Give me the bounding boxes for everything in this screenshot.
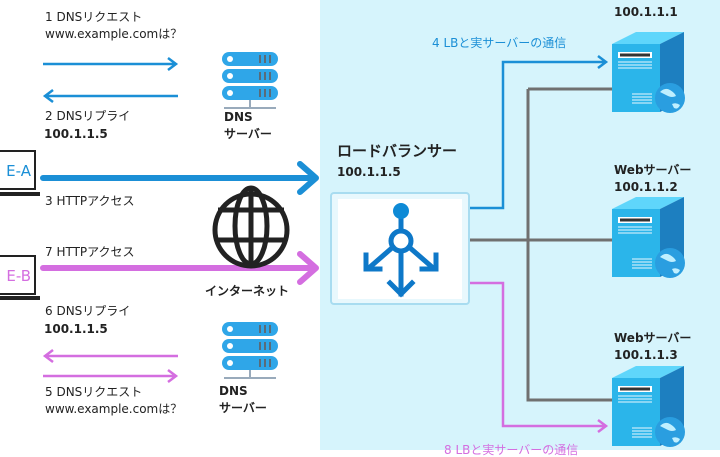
client-b-laptop: E-B: [0, 255, 36, 295]
lb-server1-arrow: [462, 55, 609, 210]
client-a-laptop: E-A: [0, 150, 36, 190]
lb-comm-label-8: 8 LBと実サーバーの通信: [444, 443, 579, 457]
http-arrow-a: [40, 161, 319, 195]
dns-label-1: DNS: [219, 384, 248, 398]
laptop-base: [0, 296, 40, 300]
step2-label: 2 DNSリプライ: [45, 109, 131, 123]
lb-comm-label-4: 4 LBと実サーバーの通信: [432, 36, 567, 50]
web-server-icon: [611, 31, 686, 114]
dns-server-icon: [221, 321, 279, 379]
dns-label-2: サーバー: [224, 127, 272, 141]
step5-label: 5 DNSリクエスト: [45, 385, 143, 399]
server3-ip: 100.1.1.3: [614, 348, 678, 362]
dns-reply-arrow-b: [42, 349, 178, 363]
step1-label: 1 DNSリクエスト: [45, 10, 143, 24]
dns-request-arrow-b: [43, 369, 179, 383]
web-server-icon: [611, 365, 686, 448]
network-link: [462, 87, 613, 402]
load-balancer-icon: [363, 203, 439, 298]
step7-label: 7 HTTPアクセス: [45, 245, 135, 259]
internet-label: インターネット: [205, 284, 290, 298]
http-arrow-b: [40, 251, 319, 285]
laptop-base: [0, 192, 40, 196]
server3-name: Webサーバー: [614, 331, 692, 345]
web-server-icon: [611, 196, 686, 279]
globe-icon: [212, 185, 290, 269]
step1-query: www.example.comは？: [45, 27, 183, 41]
lb-server3-arrow: [462, 281, 609, 433]
step3-label: 3 HTTPアクセス: [45, 194, 135, 208]
dns-request-arrow-a: [43, 57, 179, 71]
step2-ip: 100.1.1.5: [44, 127, 108, 141]
dns-label-2: サーバー: [219, 401, 267, 415]
server2-name: Webサーバー: [614, 163, 692, 177]
step5-query: www.example.comは？: [45, 402, 183, 416]
load-balancer-box: [330, 192, 470, 305]
lb-title: ロードバランサー: [337, 142, 458, 160]
dns-server-icon: [221, 51, 279, 109]
client-a-label: E-A: [6, 162, 31, 180]
dns-label-1: DNS: [224, 110, 253, 124]
step6-ip: 100.1.1.5: [44, 322, 108, 336]
client-b-label: E-B: [6, 267, 31, 285]
server1-ip: 100.1.1.1: [614, 5, 678, 19]
server2-ip: 100.1.1.2: [614, 180, 678, 194]
lb-ip: 100.1.1.5: [337, 165, 401, 179]
dns-reply-arrow-a: [42, 89, 178, 103]
step6-label: 6 DNSリプライ: [45, 304, 131, 318]
